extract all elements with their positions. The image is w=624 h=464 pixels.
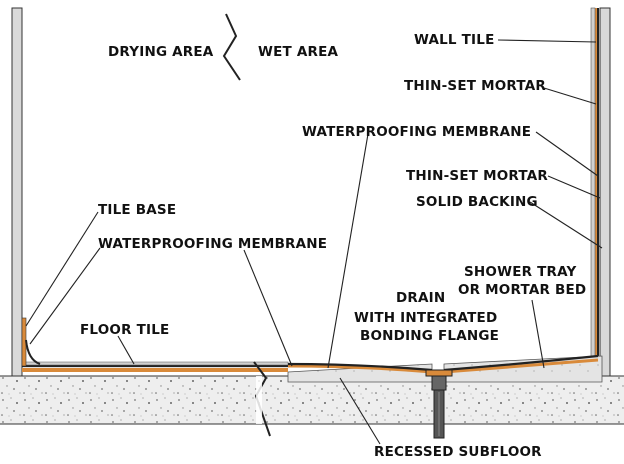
label-recessed-subfloor: RECESSED SUBFLOOR: [374, 444, 542, 460]
right-wall-solid-backing: [599, 7, 611, 377]
concrete-slab: [0, 376, 624, 424]
label-bonding-flange: BONDING FLANGE: [360, 328, 499, 344]
label-waterproofing-membrane-2: WATERPROOFING MEMBRANE: [98, 236, 327, 252]
label-mortar-bed: OR MORTAR BED: [458, 282, 586, 298]
label-waterproofing-membrane-1: WATERPROOFING MEMBRANE: [302, 124, 531, 140]
wet-thinset-right: [443, 358, 599, 374]
drain-body: [431, 375, 447, 391]
left-wall: [11, 7, 23, 377]
area-divider-break-line: [222, 13, 241, 81]
label-shower-tray: SHOWER TRAY: [464, 264, 576, 280]
tile-base-membrane-cove: [25, 339, 41, 365]
floor-thinset: [22, 368, 288, 372]
label-solid-backing: SOLID BACKING: [416, 194, 538, 210]
wet-thinset-left: [287, 364, 433, 374]
drain-flange: [425, 369, 453, 377]
label-drain: DRAIN: [396, 290, 445, 306]
right-wall-tile: [590, 7, 596, 361]
floor-tile-left: [21, 361, 289, 366]
label-wall-tile: WALL TILE: [414, 32, 495, 48]
label-drying-area: DRYING AREA: [108, 44, 214, 60]
label-wet-area: WET AREA: [258, 44, 338, 60]
label-floor-tile: FLOOR TILE: [80, 322, 169, 338]
wet-membrane-left: [287, 362, 433, 372]
leader-lines: [25, 39, 603, 445]
label-thin-set-mortar-2: THIN-SET MORTAR: [406, 168, 548, 184]
label-tile-base: TILE BASE: [98, 202, 176, 218]
wet-membrane-right: [443, 354, 599, 372]
label-thin-set-mortar-1: THIN-SET MORTAR: [404, 78, 546, 94]
label-with-integrated: WITH INTEGRATED: [354, 310, 497, 326]
